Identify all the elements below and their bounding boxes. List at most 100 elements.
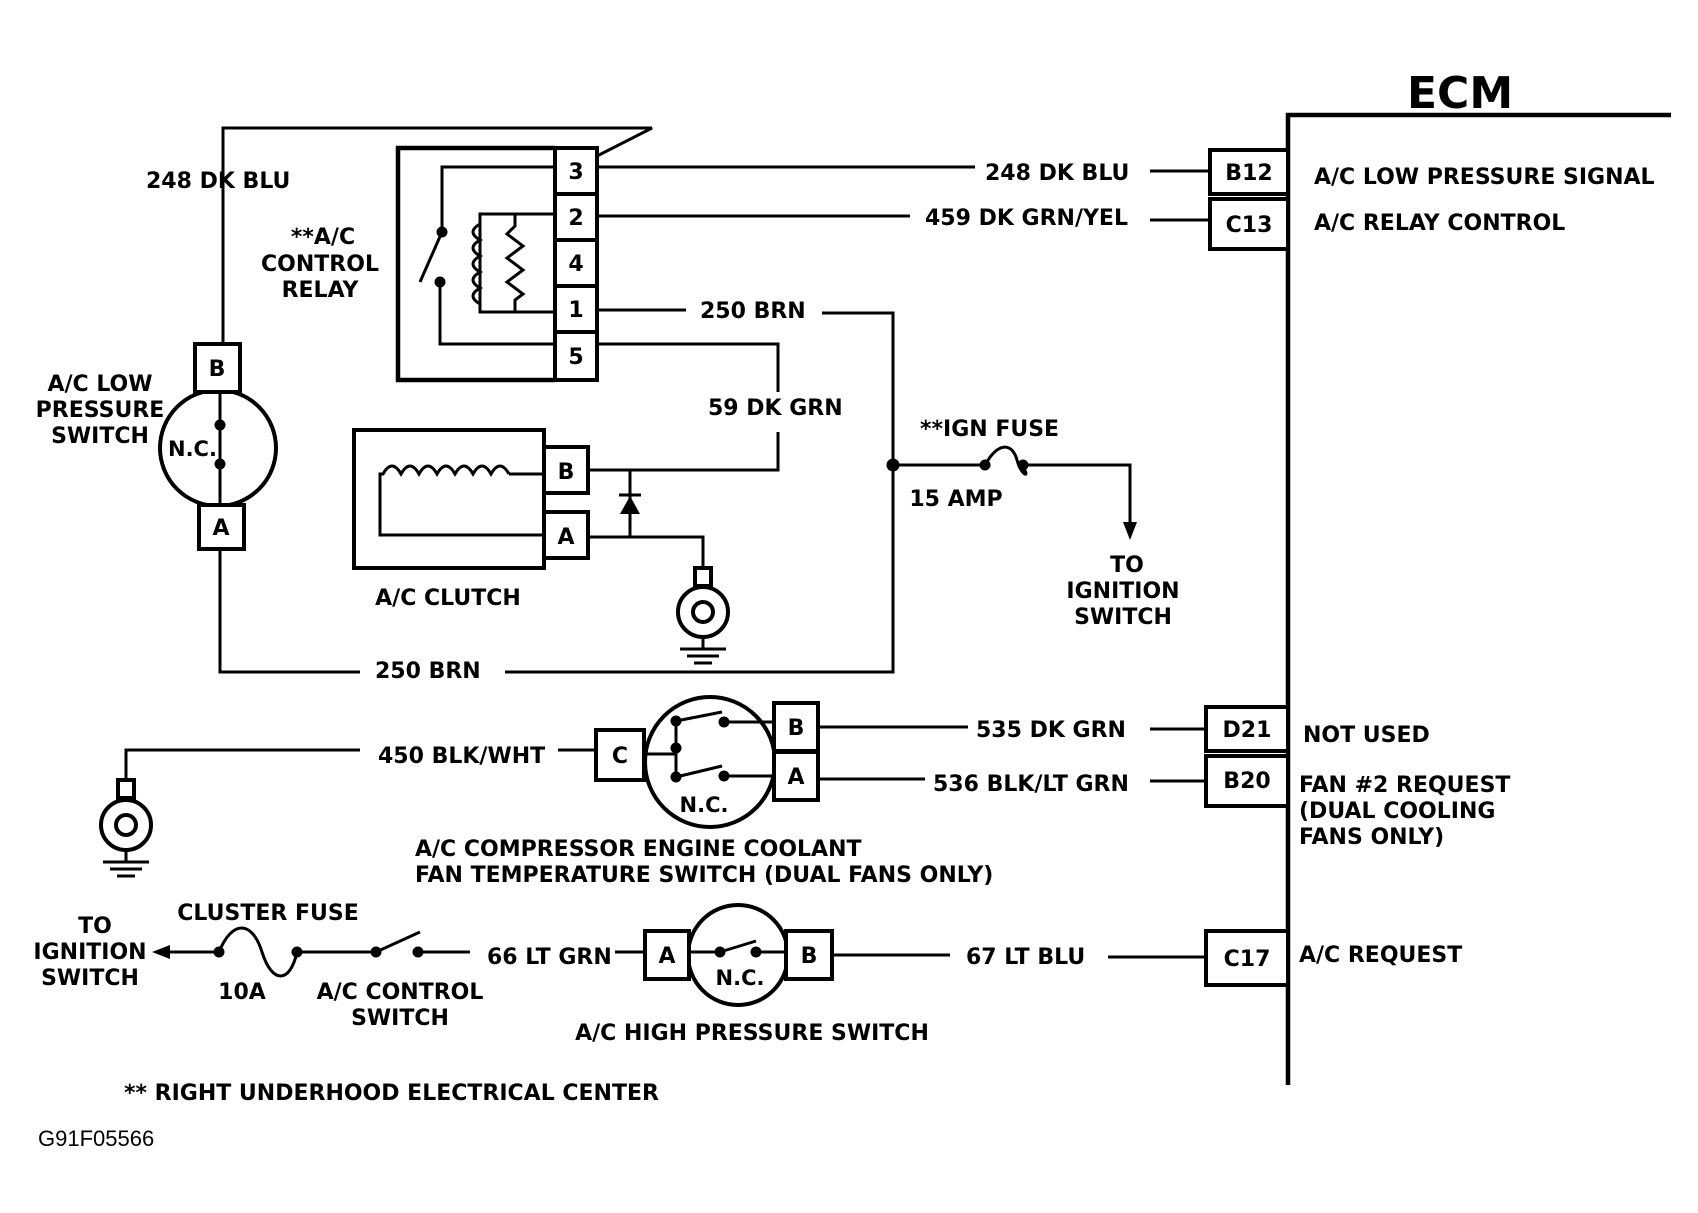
wire-536-label: 536 BLK/LT GRN	[933, 772, 1129, 797]
wire-250-top-label: 250 BRN	[700, 299, 806, 324]
ground-hole-1	[691, 600, 715, 624]
coolant-switch-pin-a	[772, 750, 820, 802]
relay-pin-1-label: 1	[568, 298, 583, 323]
control-switch-name-2: SWITCH	[351, 1006, 449, 1031]
diode-icon	[620, 496, 640, 514]
coolant-fan-temp-switch: C B A N.C. A/C COMPRESSOR ENGINE COOLANT…	[415, 695, 993, 888]
clutch-housing	[352, 428, 546, 570]
coolant-switch-name-1: A/C COMPRESSOR ENGINE COOLANT	[415, 837, 862, 862]
lp-switch-pin-b-label: B	[209, 357, 226, 382]
footnote: ** RIGHT UNDERHOOD ELECTRICAL CENTER	[124, 1081, 659, 1106]
ign-to-3: SWITCH	[1074, 605, 1172, 630]
hp-switch-pin-a	[643, 929, 691, 981]
ecm-pin-b20-desc-1: FAN #2 REQUEST	[1299, 773, 1510, 798]
wire-250-to-lp-switch	[218, 549, 360, 674]
control-switch-name-1: A/C CONTROL	[317, 980, 484, 1005]
wire-248-left-label: 248 DK BLU	[146, 169, 290, 194]
relay-name-2: CONTROL	[261, 252, 379, 277]
figure-code: G91F05566	[38, 1126, 154, 1151]
ecm-pin-b12-label: B12	[1225, 161, 1272, 186]
ecm-pin-c13-label: C13	[1226, 213, 1273, 238]
coolant-switch-pin-b-label: B	[788, 716, 805, 741]
lp-switch-contact-1	[214, 419, 226, 431]
hp-switch-body	[686, 903, 790, 1007]
lp-switch-name-3: SWITCH	[51, 424, 149, 449]
relay-pin-4	[553, 238, 599, 288]
arrow-left-icon	[152, 945, 170, 959]
arrow-down-icon	[1123, 522, 1137, 540]
ign-to-2: IGNITION	[1066, 579, 1179, 604]
ac-control-switch: A/C CONTROL SWITCH	[317, 930, 484, 1031]
coolant-switch-pin-a-label: A	[787, 765, 804, 790]
hp-switch-blade	[719, 939, 757, 954]
coolant-switch-pin-c-label: C	[612, 744, 628, 769]
cluster-to-2: IGNITION	[33, 940, 146, 965]
relay-coil-icon	[471, 222, 484, 306]
wire-59-lower	[588, 432, 780, 472]
lp-switch-contact-2	[214, 458, 226, 470]
clutch-ground-wire	[588, 535, 705, 568]
ecm-title: ECM	[1407, 68, 1513, 119]
relay-contact-wire-bottom	[438, 282, 555, 346]
wire-535-label: 535 DK GRN	[976, 718, 1126, 743]
relay-name-1: **A/C	[291, 225, 355, 250]
relay-pin-5-label: 5	[568, 345, 583, 370]
clutch-coil-icon	[378, 464, 544, 537]
hp-switch-pin-a-label: A	[658, 944, 675, 969]
ac-low-pressure-switch: B A N.C. A/C LOW PRESSURE SWITCH	[36, 342, 278, 551]
coolant-switch-state: N.C.	[680, 793, 729, 817]
fuse-icon	[983, 445, 1028, 476]
cluster-fuse-rating: 10A	[218, 980, 266, 1005]
wire-450-label: 450 BLK/WHT	[378, 744, 545, 769]
lp-switch-pin-b	[193, 342, 242, 394]
relay-contact-wire-top	[440, 165, 555, 228]
ground-lug-1	[693, 566, 713, 588]
ecm-pin-c13	[1208, 197, 1290, 251]
lp-switch-name-2: PRESSURE	[36, 398, 165, 423]
lp-switch-state: N.C.	[168, 437, 217, 461]
clutch-pin-a	[542, 510, 590, 560]
wire-59-upper	[597, 342, 780, 392]
ign-fuse: **IGN FUSE 15 AMP TO IGNITION SWITCH	[886, 417, 1180, 630]
wire-59-label: 59 DK GRN	[708, 396, 843, 421]
coolant-switch-name-2: FAN TEMPERATURE SWITCH (DUAL FANS ONLY)	[415, 863, 993, 888]
clutch-pin-b	[542, 445, 590, 495]
ecm-pin-c17	[1204, 929, 1290, 987]
ac-clutch: B A A/C CLUTCH	[352, 428, 590, 611]
relay-pin-4-label: 4	[568, 252, 583, 277]
ecm-pin-b20-desc-3: FANS ONLY)	[1299, 825, 1444, 850]
ac-control-relay: 3 2 4 1 5 **A/C CONTROL RELAY	[221, 126, 653, 383]
coolant-switch-blade-top	[675, 710, 723, 723]
ecm-module: ECM B12 A/C LOW PRESSURE SIGNAL C13 A/C …	[1204, 68, 1671, 1085]
ecm-outline	[1285, 112, 1671, 1085]
ecm-pin-b20-label: B20	[1223, 769, 1270, 794]
ground-icon	[99, 778, 153, 878]
ecm-pin-d21-label: D21	[1223, 718, 1272, 743]
hp-switch-pin-b-label: B	[801, 944, 818, 969]
wire-250-bottom-label: 250 BRN	[375, 659, 481, 684]
wire-459-label: 459 DK GRN/YEL	[925, 206, 1128, 231]
relay-pin-2-label: 2	[568, 206, 583, 231]
wire-248-to-lp-switch	[221, 126, 653, 364]
ecm-pin-d21	[1204, 705, 1290, 753]
wire-67-label: 67 LT BLU	[966, 945, 1085, 970]
hp-switch-state: N.C.	[716, 966, 765, 990]
cluster-to-3: SWITCH	[41, 966, 139, 991]
relay-housing	[395, 145, 555, 383]
relay-switch-blade	[418, 231, 444, 283]
lp-switch-pin-a-label: A	[212, 516, 229, 541]
ecm-pin-c13-desc: A/C RELAY CONTROL	[1314, 211, 1565, 236]
ign-fuse-lead-right	[1023, 463, 1132, 530]
relay-resistor-icon	[504, 214, 526, 312]
ecm-pin-b12-desc: A/C LOW PRESSURE SIGNAL	[1314, 165, 1655, 190]
relay-coil-frame	[478, 212, 555, 314]
clutch-pin-a-label: A	[557, 525, 574, 550]
control-switch-blade	[375, 930, 421, 954]
cluster-fuse-name: CLUSTER FUSE	[177, 901, 359, 926]
relay-pin-5	[553, 330, 599, 382]
ecm-pin-b20-desc-2: (DUAL COOLING	[1299, 799, 1495, 824]
cluster-to-1: TO	[78, 914, 112, 939]
cluster-fuse-circuit: TO IGNITION SWITCH CLUSTER FUSE 10A	[33, 901, 375, 1005]
wire-250-loop	[505, 311, 895, 674]
